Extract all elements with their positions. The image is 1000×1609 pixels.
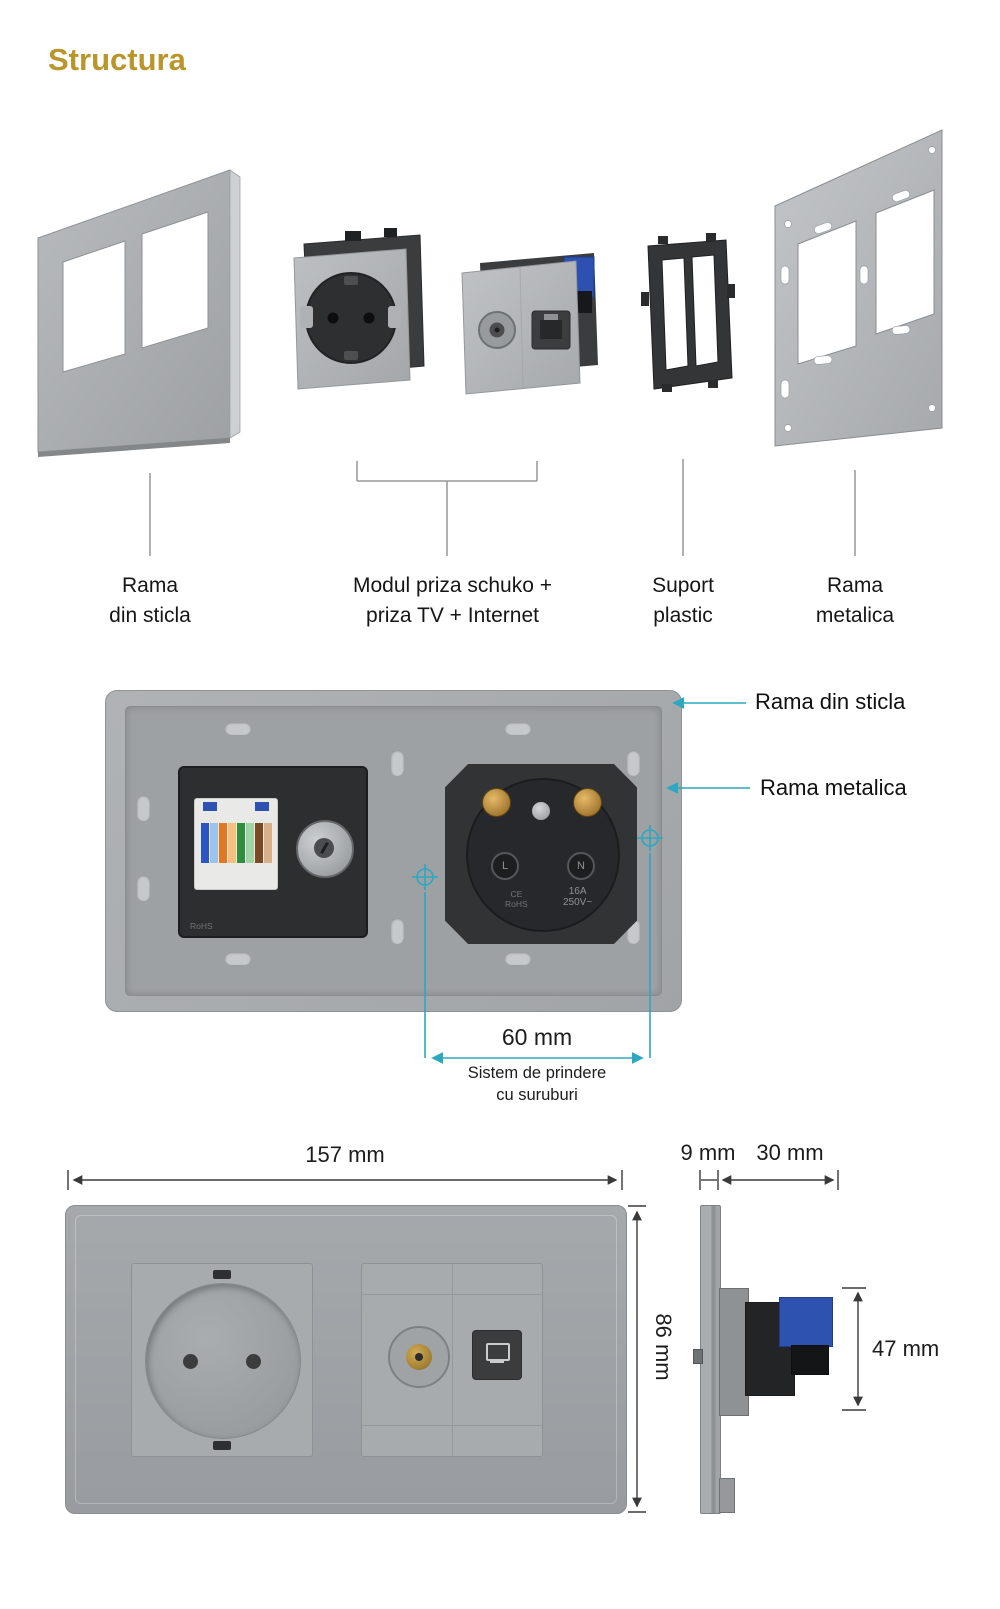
socket-clip	[213, 1270, 231, 1279]
mounting-slot	[505, 722, 531, 735]
mounting-slot	[137, 795, 150, 821]
socket-pinhole	[183, 1354, 198, 1369]
schuko-socket-front	[131, 1263, 313, 1457]
mounting-slot	[391, 918, 404, 944]
mounting-slot	[391, 750, 404, 776]
label-metal-frame-line2: metalica	[815, 604, 895, 627]
dim-30mm: 30 mm	[756, 1140, 824, 1165]
terminal-left: L	[491, 852, 519, 880]
tv-connector-front	[388, 1326, 450, 1388]
label-metal-frame: Rama metalica	[775, 571, 935, 631]
plastic-support-exploded	[641, 233, 735, 392]
terminal-right: N	[567, 852, 595, 880]
dim-86mm: 86 mm	[651, 1313, 676, 1381]
socket-cert: CE RoHS	[505, 889, 528, 909]
tv-connector-back	[296, 820, 354, 878]
label-plastic-support-line2: plastic	[653, 604, 713, 627]
front-view-panel	[65, 1205, 627, 1514]
side-keystone-latch	[791, 1345, 829, 1375]
socket-recess	[145, 1283, 301, 1439]
side-tab	[693, 1349, 703, 1364]
label-modules-line1: Modul priza schuko +	[352, 574, 553, 597]
mounting-slot	[505, 952, 531, 965]
screw-system-note: Sistem de prindere cu suruburi	[467, 1064, 607, 1104]
center-screw	[532, 802, 550, 820]
keystone-jack-back	[194, 798, 278, 890]
tv-internet-module-exploded	[461, 253, 598, 395]
label-plastic-support: Suport plastic	[613, 571, 753, 631]
terminal-screw-brass	[482, 788, 511, 817]
dim-9mm: 9 mm	[680, 1140, 736, 1165]
label-modules-line2: priza TV + Internet	[366, 604, 539, 627]
glass-edge	[75, 1215, 617, 1504]
schuko-module-back: L N 16A 250V~ CE RoHS	[445, 764, 637, 944]
label-glass-frame: Rama din sticla	[60, 571, 240, 631]
schuko-module-exploded	[293, 228, 425, 390]
metal-frame-exploded	[774, 129, 943, 447]
dim-60mm: 60 mm	[501, 1024, 573, 1050]
mounting-slot	[225, 952, 251, 965]
tv-internet-front	[361, 1263, 543, 1457]
glass-frame-exploded	[37, 169, 241, 457]
dim-47mm: 47 mm	[872, 1336, 940, 1361]
dim-157mm: 157 mm	[305, 1142, 385, 1167]
socket-rating: 16A 250V~	[563, 886, 593, 908]
label-metal-frame-line1: Rama	[826, 574, 884, 597]
label-glass-frame-line1: Rama	[121, 574, 179, 597]
mounting-slot	[137, 875, 150, 901]
socket-clip	[213, 1441, 231, 1450]
keystone-clip	[255, 802, 269, 811]
side-view-plate	[700, 1205, 721, 1514]
module-print: RoHS	[190, 920, 213, 931]
tv-internet-module-back: RoHS	[178, 766, 368, 938]
side-frame-claw	[719, 1478, 735, 1513]
computer-icon	[486, 1343, 510, 1361]
assembled-back-view: RoHS L N 16A 250V~ CE RoHS	[105, 690, 682, 1012]
callout-metal-frame: Rama metalica	[760, 775, 907, 800]
keystone-clip	[203, 802, 217, 811]
label-glass-frame-line2: din sticla	[109, 604, 191, 627]
callout-glass-frame: Rama din sticla	[755, 689, 906, 714]
page-title: Structura	[48, 42, 186, 77]
terminal-screw-brass	[573, 788, 602, 817]
wire-color-stripes	[201, 823, 272, 863]
label-modules: Modul priza schuko + priza TV + Internet	[295, 571, 610, 631]
mounting-slot	[627, 750, 640, 776]
side-keystone-blue	[779, 1297, 833, 1347]
label-plastic-support-line1: Suport	[652, 574, 714, 597]
ethernet-port-front	[472, 1330, 522, 1380]
mounting-slot	[225, 722, 251, 735]
socket-pinhole	[246, 1354, 261, 1369]
